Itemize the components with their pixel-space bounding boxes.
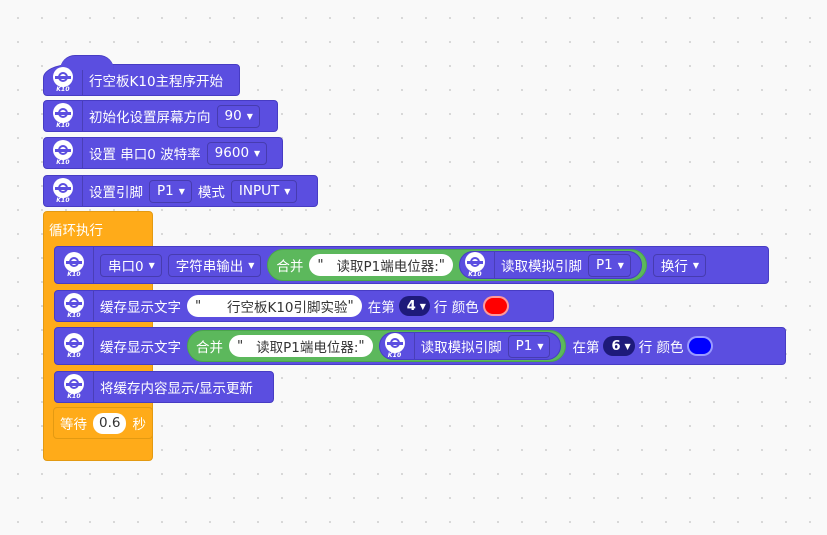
analog-read-label: 读取模拟引脚 — [420, 340, 502, 356]
at-line-label: 在第 — [572, 340, 600, 356]
init-screen-orientation-block[interactable]: K10 初始化设置屏幕方向 90▼ — [43, 100, 278, 132]
loop-label: 循环执行 — [49, 223, 103, 239]
block-label: 缓存显示文字 — [100, 300, 181, 316]
join-reporter[interactable]: 合并 " 读取P1端电位器:" K10 读取模拟引脚 P1▼ — [187, 330, 567, 362]
output-mode-dropdown[interactable]: 字符串输出▼ — [167, 253, 262, 277]
chevron-down-icon: ▼ — [246, 111, 253, 121]
wait-label: 等待 — [60, 417, 87, 433]
chevron-down-icon: ▼ — [254, 148, 261, 158]
block-label: 行空板K10主程序开始 — [89, 74, 224, 90]
k10-board-icon: K10 — [50, 178, 76, 204]
join-label: 合并 — [196, 340, 223, 356]
pin-dropdown[interactable]: P1▼ — [149, 179, 192, 203]
chevron-down-icon: ▼ — [624, 341, 631, 351]
cache-display-text-block-1[interactable]: K10 缓存显示文字 " 行空板K10引脚实验" 在第 4▼ 行 颜色 — [54, 290, 554, 322]
line-number-dropdown[interactable]: 6▼ — [603, 336, 635, 356]
cache-display-text-block-2[interactable]: K10 缓存显示文字 合并 " 读取P1端电位器:" K10 读取模拟引脚 P1… — [54, 327, 786, 365]
k10-board-icon: K10 — [61, 252, 87, 278]
newline-dropdown[interactable]: 换行▼ — [652, 253, 707, 277]
line-color-label: 行 颜色 — [433, 300, 479, 316]
line-color-label: 行 颜色 — [638, 340, 684, 356]
mode-dropdown[interactable]: INPUT▼ — [230, 179, 298, 203]
mode-label: 模式 — [197, 185, 225, 201]
analog-pin-dropdown[interactable]: P1▼ — [588, 253, 631, 277]
chevron-down-icon: ▼ — [178, 186, 185, 196]
baud-rate-dropdown[interactable]: 9600▼ — [206, 141, 268, 165]
seconds-unit-label: 秒 — [132, 417, 146, 433]
seconds-input[interactable]: 0.6 — [93, 412, 127, 434]
chevron-down-icon: ▼ — [617, 260, 624, 270]
analog-read-reporter[interactable]: K10 读取模拟引脚 P1▼ — [459, 251, 642, 279]
block-label: 设置引脚 — [89, 185, 143, 201]
block-label: 缓存显示文字 — [100, 340, 181, 356]
color-picker[interactable] — [687, 336, 714, 356]
orientation-dropdown[interactable]: 90▼ — [216, 104, 260, 128]
join-reporter[interactable]: 合并 " 读取P1端电位器:" K10 读取模拟引脚 P1▼ — [267, 249, 647, 281]
serial-port-dropdown[interactable]: 串口0▼ — [100, 253, 162, 277]
chevron-down-icon: ▼ — [148, 260, 155, 270]
serial-baud-block[interactable]: K10 设置 串口0 波特率 9600▼ — [43, 137, 283, 169]
at-line-label: 在第 — [367, 300, 395, 316]
block-label: 初始化设置屏幕方向 — [89, 110, 211, 126]
string-input[interactable]: " 读取P1端电位器:" — [229, 335, 373, 357]
analog-read-reporter[interactable]: K10 读取模拟引脚 P1▼ — [378, 332, 562, 360]
k10-board-icon: K10 — [61, 374, 87, 400]
k10-board-icon: K10 — [462, 252, 488, 278]
k10-board-icon: K10 — [50, 67, 76, 93]
block-label: 将缓存内容显示/显示更新 — [100, 381, 254, 397]
chevron-down-icon: ▼ — [419, 301, 426, 311]
line-number-dropdown[interactable]: 4▼ — [398, 296, 430, 316]
k10-board-icon: K10 — [61, 293, 87, 319]
block-label: 设置 串口0 波特率 — [89, 147, 201, 163]
show-cache-update-block[interactable]: K10 将缓存内容显示/显示更新 — [54, 371, 274, 403]
string-input[interactable]: " 读取P1端电位器:" — [309, 254, 453, 276]
k10-board-icon: K10 — [50, 140, 76, 166]
analog-pin-dropdown[interactable]: P1▼ — [507, 334, 551, 358]
main-program-start-block[interactable]: K10 行空板K10主程序开始 — [43, 55, 240, 96]
k10-board-icon: K10 — [61, 333, 87, 359]
join-label: 合并 — [276, 259, 304, 275]
k10-board-icon: K10 — [382, 333, 408, 359]
chevron-down-icon: ▼ — [284, 186, 291, 196]
analog-read-label: 读取模拟引脚 — [501, 259, 582, 275]
serial-string-output-block[interactable]: K10 串口0▼ 字符串输出▼ 合并 " 读取P1端电位器:" K10 读取模拟… — [54, 246, 769, 284]
pin-mode-block[interactable]: K10 设置引脚 P1▼ 模式 INPUT▼ — [43, 175, 318, 207]
chevron-down-icon: ▼ — [537, 341, 544, 351]
chevron-down-icon: ▼ — [248, 260, 255, 270]
wait-seconds-block[interactable]: 等待 0.6 秒 — [53, 407, 153, 439]
chevron-down-icon: ▼ — [692, 260, 700, 270]
k10-board-icon: K10 — [50, 103, 76, 129]
text-input[interactable]: " 行空板K10引脚实验" — [187, 295, 362, 317]
color-picker[interactable] — [482, 296, 509, 316]
